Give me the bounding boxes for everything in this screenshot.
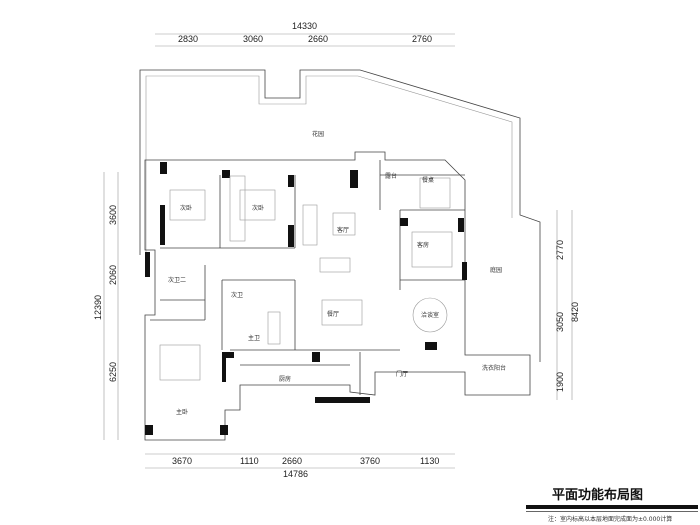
- label-master-bath: 主卫: [248, 334, 260, 342]
- plan-title: 平面功能布局图: [552, 488, 644, 503]
- right-dimensions: 2770 3050 1900 8420: [555, 210, 580, 400]
- elevation-note: 注：室内标高以本层地面完成面为±0.000计算: [548, 516, 673, 523]
- garden-boundary: [139, 69, 541, 362]
- dim-left-total: 12390: [93, 295, 103, 320]
- dim-bottom-3: 2660: [282, 456, 302, 466]
- label-terrace: 露台: [385, 172, 397, 180]
- dim-top-2: 3060: [243, 34, 263, 44]
- dim-left-2: 2060: [108, 265, 118, 285]
- label-dining: 餐厅: [327, 310, 339, 318]
- label-kitchen: 厨房: [279, 375, 291, 383]
- dim-right-3: 1900: [555, 372, 565, 392]
- dim-bottom-4: 3760: [360, 456, 380, 466]
- label-laundry-balcony: 洗衣阳台: [482, 364, 506, 372]
- interior-walls: [150, 160, 465, 395]
- building-outline: [144, 151, 531, 441]
- dim-right-total: 8420: [570, 302, 580, 322]
- dim-left-1: 3600: [108, 205, 118, 225]
- label-courtyard: 庭园: [490, 266, 502, 274]
- dim-bottom-1: 3670: [172, 456, 192, 466]
- label-living: 客厅: [337, 226, 349, 234]
- label-bedroom-2a: 次卧: [180, 204, 192, 212]
- dim-top-1: 2830: [178, 34, 198, 44]
- label-bath-2: 次卫二: [168, 276, 186, 284]
- dim-top-4: 2760: [412, 34, 432, 44]
- furniture: [159, 175, 453, 381]
- label-master-bedroom: 主卧: [176, 408, 188, 416]
- label-bedroom-2b: 次卧: [252, 204, 264, 212]
- label-lounge: 洽谈室: [421, 311, 439, 319]
- dim-right-2: 3050: [555, 312, 565, 332]
- dim-top-3: 2660: [308, 34, 328, 44]
- dim-left-3: 6250: [108, 362, 118, 382]
- left-dimensions: 12390 3600 2060 6250: [93, 172, 119, 440]
- dim-top-total: 14330: [292, 21, 317, 31]
- dim-bottom-2: 1110: [240, 456, 259, 466]
- dim-right-1: 2770: [555, 240, 565, 260]
- title-underline-thin: [526, 511, 698, 512]
- top-dimensions: 14330 2830 3060 2660 2760: [155, 21, 455, 47]
- room-labels: 花园 次卧 次卧 客厅 露台 餐桌 客房 次卫二 次卫 主卫 餐厅 洽谈室 主卧…: [168, 130, 506, 416]
- label-garden: 花园: [312, 130, 324, 138]
- structural-columns: [145, 162, 467, 435]
- label-foyer: 门厅: [396, 370, 408, 378]
- title-underline: [526, 505, 698, 509]
- dim-bottom-5: 1130: [420, 456, 439, 466]
- label-bath-1: 次卫: [231, 291, 243, 299]
- dim-bottom-total: 14786: [283, 469, 308, 479]
- label-guest-room: 客房: [417, 241, 429, 249]
- bottom-dimensions: 3670 1110 2660 3760 1130 14786: [145, 453, 455, 479]
- label-dining-table: 餐桌: [422, 176, 434, 184]
